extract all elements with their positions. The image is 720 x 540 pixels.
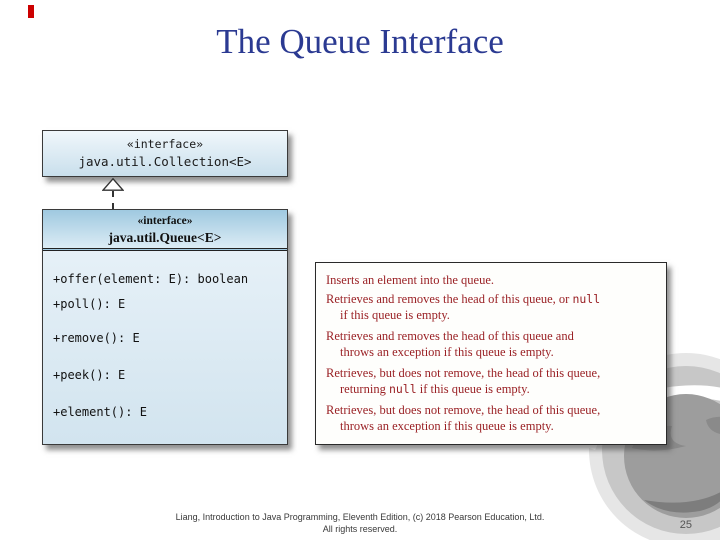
queue-method: +peek(): E: [53, 368, 126, 382]
hollow-triangle-arrowhead-icon: [102, 178, 124, 191]
inline-code: null: [572, 292, 601, 306]
method-description: Retrieves, but does not remove, the head…: [326, 366, 601, 396]
queue-method: +poll(): E: [53, 297, 126, 311]
queue-stereotype: «interface»: [137, 215, 193, 227]
inline-code: null: [388, 382, 417, 396]
queue-box-header: «interface» java.util.Queue<E>: [43, 210, 287, 251]
queue-method: +offer(element: E): boolean: [53, 272, 249, 286]
footer-line-1: Liang, Introduction to Java Programming,…: [175, 511, 545, 522]
queue-interface-box: «interface» java.util.Queue<E> +offer(el…: [42, 209, 288, 445]
dashed-stem: [112, 191, 114, 209]
footer-credit: Liang, Introduction to Java Programming,…: [0, 511, 720, 535]
collection-interface-name: java.util.Collection<E>: [78, 154, 252, 169]
method-description: Retrieves and removes the head of this q…: [326, 292, 601, 322]
slide-title: The Queue Interface: [216, 22, 504, 61]
queue-interface-name: java.util.Queue<E>: [108, 230, 222, 245]
collection-stereotype: «interface»: [126, 137, 204, 151]
method-description: Inserts an element into the queue.: [326, 273, 494, 287]
footer-line-2: All rights reserved.: [322, 523, 398, 534]
red-accent-mark: [28, 5, 34, 18]
method-descriptions-box: Inserts an element into the queue. Retrie…: [315, 262, 667, 445]
collection-interface-box: «interface» java.util.Collection<E>: [42, 130, 288, 177]
page-number: 25: [679, 519, 692, 531]
queue-method: +element(): E: [53, 405, 147, 419]
queue-method: +remove(): E: [53, 331, 140, 345]
generalization-arrow: [102, 178, 124, 209]
method-description: Retrieves and removes the head of this q…: [326, 329, 574, 359]
method-description: Retrieves, but does not remove, the head…: [326, 403, 601, 433]
queue-methods-list: +offer(element: E): boolean +poll(): E +re…: [43, 210, 287, 444]
